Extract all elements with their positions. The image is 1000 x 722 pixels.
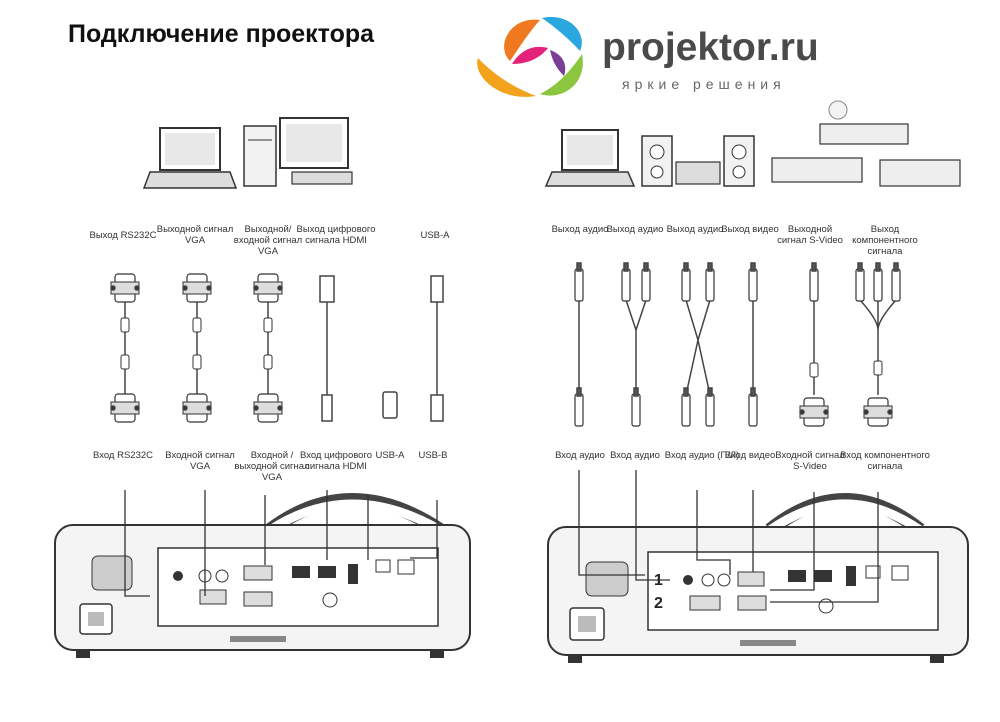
laptop-icon [142, 127, 238, 189]
audio-cable-lr [681, 262, 715, 427]
label-audio-in-lr: Вход аудио (П/Л) [664, 450, 740, 461]
label-usbb: USB-B [418, 450, 448, 461]
audio-cable-2 [621, 262, 651, 427]
label-component-out: Выход компонентного сигнала [852, 224, 918, 257]
stereo-system-icon [641, 135, 755, 187]
label-audio-in-2: Вход аудио [610, 450, 660, 461]
label-hdmi-out: Выход цифрового сигнала HDMI [296, 224, 376, 246]
usb-flash-drive [382, 391, 398, 419]
projector-right [547, 470, 969, 663]
label-rs232c-out: Выход RS232C [89, 230, 157, 241]
brand-tagline: яркие решения [622, 76, 786, 92]
port-number-1: 1 [654, 572, 663, 589]
laptop-icon-right [544, 129, 636, 187]
label-vga-in: Входной сигнал VGA [165, 450, 235, 472]
label-hdmi-in: Вход цифрового сигнала HDMI [299, 450, 373, 472]
audio-cable-1 [574, 262, 584, 427]
hdmi-cable [319, 275, 335, 422]
label-component-in: Вход компонентного сигнала [840, 450, 930, 472]
projector-left [54, 490, 471, 658]
label-audio-out-3: Выход аудио [666, 224, 724, 235]
label-svideo-out: Выходной сигнал S-Video [777, 224, 843, 246]
label-svideo-in: Входной сигнал S-Video [775, 450, 845, 472]
svideo-cable [799, 262, 829, 427]
label-audio-in-1: Вход аудио [555, 450, 605, 461]
port-number-2: 2 [654, 595, 663, 612]
page-title: Подключение проектора [68, 20, 375, 48]
label-audio-out-1: Выход аудио [551, 224, 609, 235]
label-video-out: Выход видео [721, 224, 779, 235]
usb-cable [430, 275, 444, 422]
label-video-in: Вход видео [724, 450, 776, 461]
vga-cable-2 [253, 273, 283, 423]
label-rs232c-in: Вход RS232C [92, 450, 154, 461]
component-cable [855, 262, 901, 427]
video-cable [748, 262, 758, 427]
label-usba-bottom: USB-A [375, 450, 405, 461]
label-vga-inout-2: Входной /выходной сигнал VGA [234, 450, 310, 483]
label-vga-out: Выходной сигнал VGA [156, 224, 234, 246]
vga-cable-1 [182, 273, 212, 423]
label-vga-inout: Выходной/ входной сигнал VGA [233, 224, 303, 257]
label-usba-top: USB-A [420, 230, 450, 241]
brand-name: projektor.ru [602, 26, 819, 69]
rs232c-cable [110, 273, 140, 423]
desktop-computer-icon [243, 117, 353, 187]
label-audio-out-2: Выход аудио [606, 224, 664, 235]
dvd-player-icon [771, 100, 961, 187]
logo-swirl [477, 16, 583, 97]
